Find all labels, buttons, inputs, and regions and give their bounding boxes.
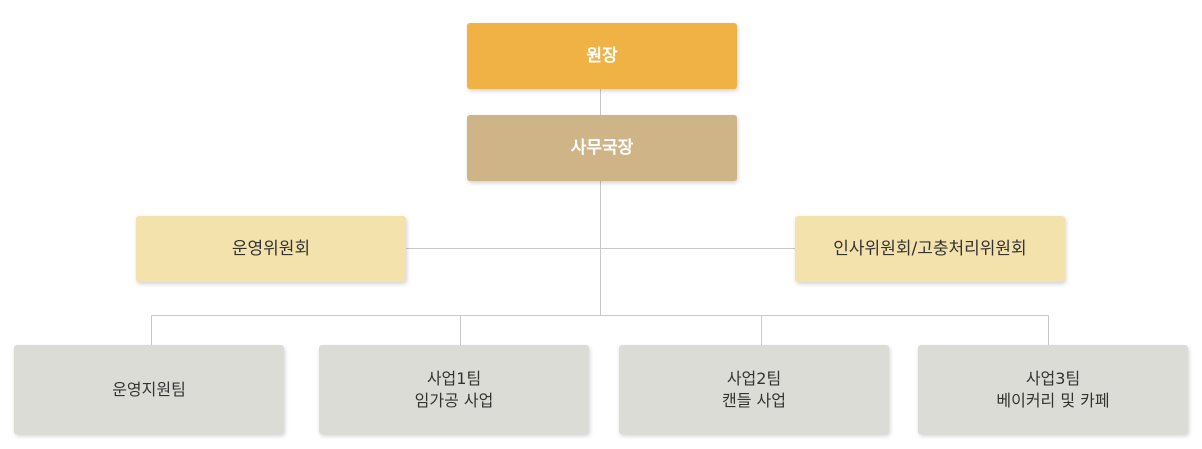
team-description: 베이커리 및 카페 <box>996 390 1110 410</box>
team-name: 사업1팀 <box>426 368 482 388</box>
team-name: 사업2팀 <box>726 368 782 388</box>
team-box-business-2: 사업2팀 캔들 사업 <box>619 345 889 434</box>
committee-right-box: 인사위원회/고충처리위원회 <box>795 216 1065 282</box>
team-box-business-3: 사업3팀 베이커리 및 카페 <box>918 345 1188 434</box>
committee-left-label: 운영위원회 <box>231 239 311 259</box>
director-box: 원장 <box>467 23 737 89</box>
connector-committees <box>406 248 795 249</box>
secretary-general-box: 사무국장 <box>467 115 737 181</box>
team-name: 사업3팀 <box>1025 368 1081 388</box>
connector-team-2 <box>460 315 461 345</box>
secretary-general-label: 사무국장 <box>570 138 634 158</box>
connector-teams-horizontal <box>151 315 1049 316</box>
connector-team-3 <box>761 315 762 345</box>
team-box-business-1: 사업1팀 임가공 사업 <box>319 345 589 434</box>
team-name: 운영지원팀 <box>112 379 186 399</box>
committee-left-box: 운영위원회 <box>136 216 406 282</box>
team-description: 임가공 사업 <box>414 390 494 410</box>
director-label: 원장 <box>586 46 618 66</box>
team-box-operations: 운영지원팀 <box>14 345 284 434</box>
committee-right-label: 인사위원회/고충처리위원회 <box>833 239 1027 259</box>
connector-team-4 <box>1048 315 1049 345</box>
team-description: 캔들 사업 <box>722 390 786 410</box>
connector-team-1 <box>151 315 152 345</box>
connector-director-secretary <box>600 89 601 115</box>
